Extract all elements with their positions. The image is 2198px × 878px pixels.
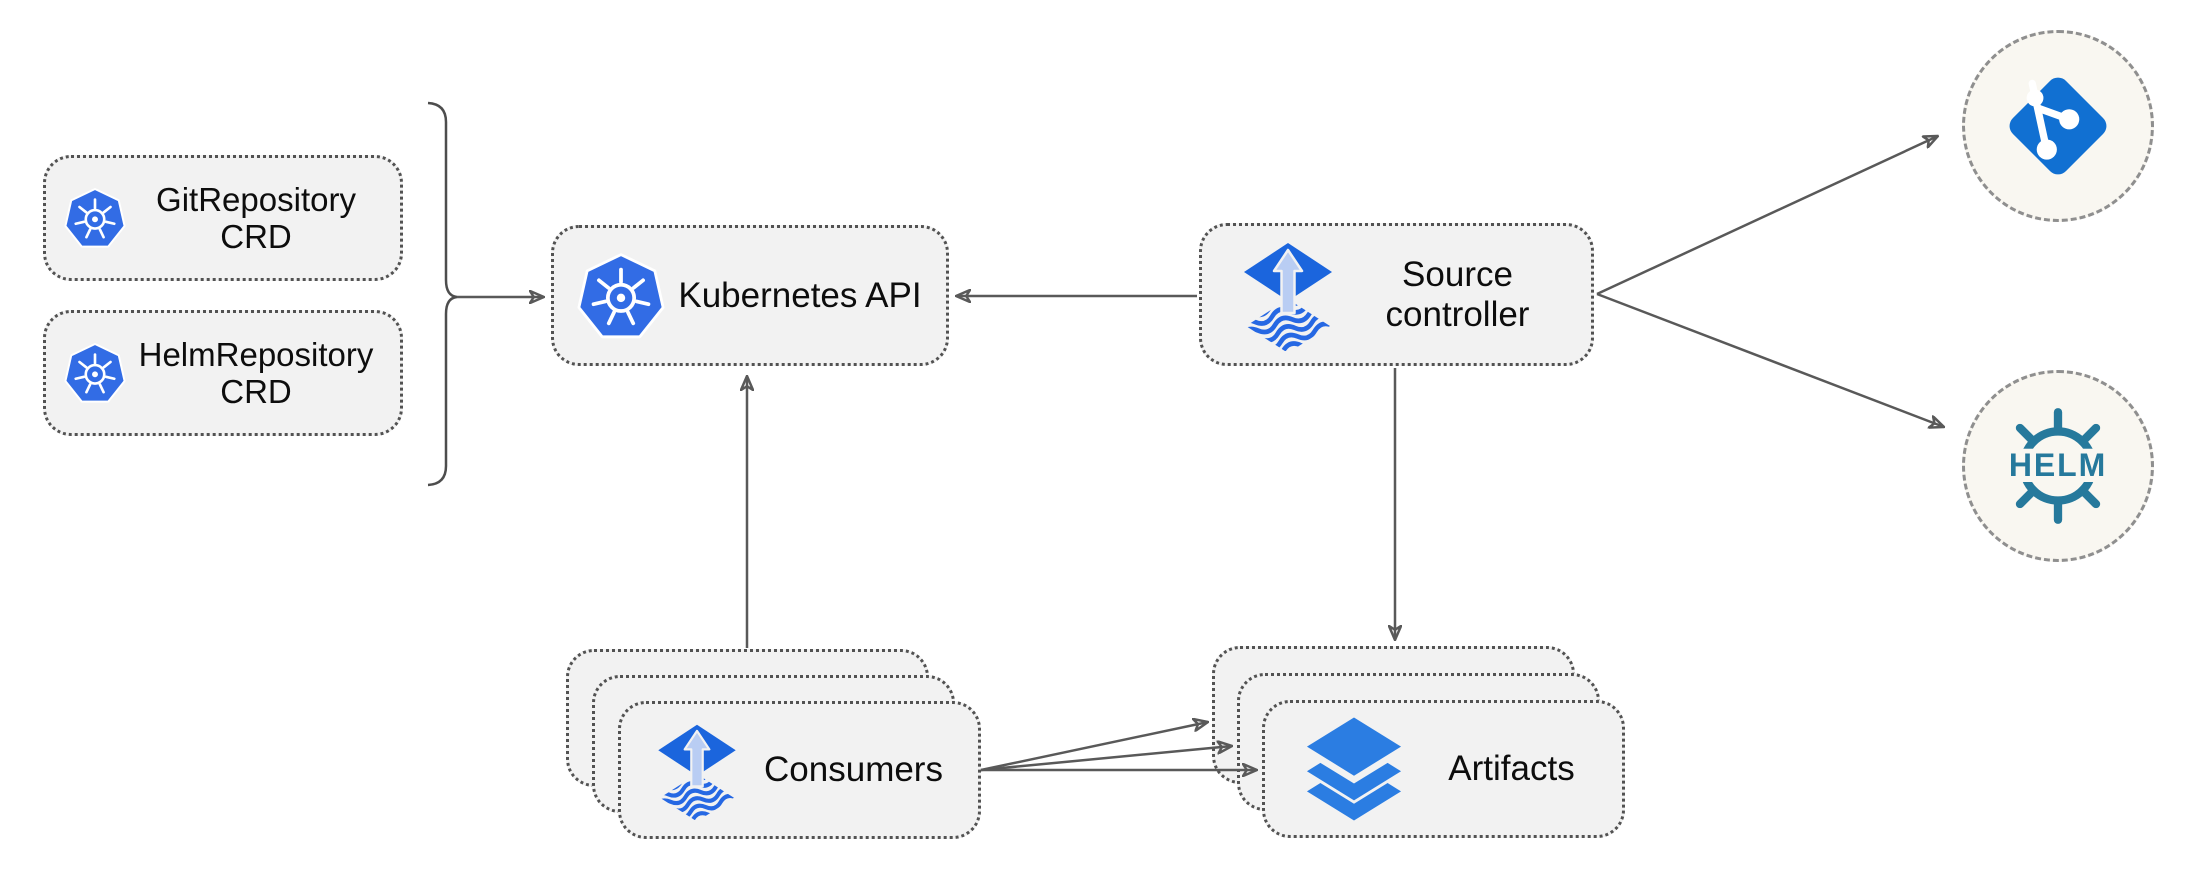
layers-icon [1306,717,1402,821]
helm-wordmark: HELM [2009,447,2107,483]
node-label: Artifacts [1448,749,1575,789]
node-label: Kubernetes API [678,275,922,315]
node-source-controller: Source controller [1199,223,1594,366]
flux-icon [1244,242,1332,351]
kubernetes-icon [64,342,126,403]
endpoint-git [1962,30,2154,222]
edge-consumers-to-artifacts-2 [980,746,1232,772]
node-helm-repository-crd: HelmRepository CRD [43,310,403,436]
flux-icon [658,724,736,820]
edge-source-controller-to-helm [1596,292,1944,427]
git-icon [2009,77,2107,175]
node-label: GitRepository CRD [128,181,384,256]
kubernetes-icon [64,187,126,248]
edge-consumers-to-artifacts-1 [980,722,1208,772]
node-kubernetes-api: Kubernetes API [551,225,949,366]
endpoint-helm: HELM [1962,370,2154,562]
edge-source-controller-to-git [1596,136,1938,296]
node-label: Source controller [1338,255,1577,334]
label-line-2: controller [1385,294,1530,334]
node-consumers: Consumers [618,701,981,839]
node-label: HelmRepository CRD [128,336,384,411]
kubernetes-icon [577,252,665,338]
node-git-repository-crd: GitRepository CRD [43,155,403,281]
label-line-2: CRD [220,373,292,410]
label-line-1: GitRepository [156,180,356,218]
label-line-1: HelmRepository [138,335,374,373]
node-label: Consumers [764,750,943,790]
label-line-2: CRD [220,218,292,255]
label-line-1: Source [1402,254,1513,294]
crd-group-bracket [427,101,458,487]
node-artifacts: Artifacts [1262,700,1625,838]
helm-icon: HELM [1996,408,2120,524]
